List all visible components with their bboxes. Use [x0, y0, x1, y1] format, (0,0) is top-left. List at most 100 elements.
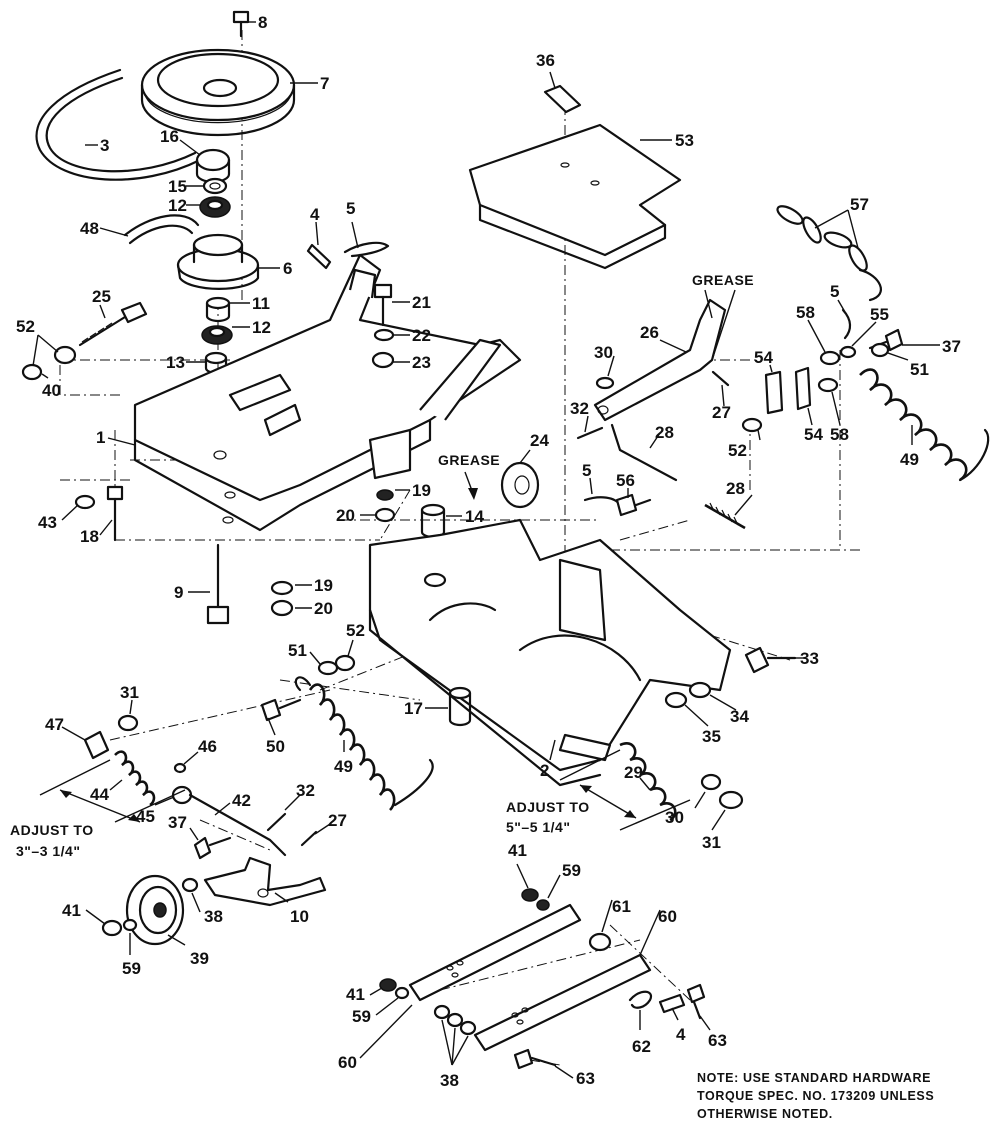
part-bearing-12-top	[199, 196, 231, 218]
part-label: 30	[594, 343, 613, 362]
part-washer-58-upper	[819, 350, 841, 366]
part-label: 52	[728, 441, 747, 460]
adjust-dimension-right	[559, 749, 691, 831]
part-label: 32	[296, 781, 315, 800]
part-spring-44	[114, 750, 156, 807]
part-label: 59	[122, 959, 141, 978]
grease-leader-top	[704, 289, 736, 361]
note-line3: OTHERWISE NOTED.	[697, 1107, 833, 1121]
part-label: 43	[38, 513, 57, 532]
part-bracket-1	[133, 253, 522, 532]
part-label: 63	[576, 1069, 595, 1088]
part-eyebolt-25	[78, 301, 148, 347]
part-nut-52-left	[53, 345, 77, 365]
note-line1: NOTE: USE STANDARD HARDWARE	[697, 1071, 931, 1085]
part-label: 47	[45, 715, 64, 734]
part-label: 20	[314, 599, 333, 618]
part-hairpin-5-right	[841, 308, 852, 340]
part-label: 59	[352, 1007, 371, 1026]
part-cotter-32-top	[576, 426, 604, 440]
part-belt-guide-48	[123, 214, 200, 245]
part-bolt-37-left	[193, 836, 232, 860]
part-label: 8	[258, 13, 267, 32]
part-label: 3	[100, 136, 109, 155]
grease-arrow-mid	[468, 488, 478, 500]
part-label: 5	[582, 461, 591, 480]
part-idler-pulley-39	[125, 874, 185, 946]
part-nut-52-right	[741, 417, 763, 433]
part-label: 63	[708, 1031, 727, 1050]
part-eyebolt-50	[260, 698, 302, 722]
part-washer-59-top	[536, 899, 550, 911]
part-washers-38-bottom	[433, 1004, 477, 1036]
part-clip-62	[628, 990, 653, 1009]
part-label: 61	[612, 897, 631, 916]
part-label: 12	[252, 318, 271, 337]
part-label: 27	[328, 811, 347, 830]
part-nut-15	[202, 177, 228, 195]
part-bushing-14	[420, 503, 446, 539]
part-link-54-lower	[794, 366, 812, 411]
part-plate-53	[468, 123, 682, 270]
part-chain-57	[776, 205, 882, 302]
part-label: 12	[168, 196, 187, 215]
part-label: 31	[702, 833, 721, 852]
part-link-54-upper	[764, 370, 784, 415]
part-label: 40	[42, 381, 61, 400]
part-label: 51	[288, 641, 307, 660]
part-spring-49-right	[859, 368, 990, 482]
part-spring-49-left	[294, 676, 434, 811]
part-label: 37	[168, 813, 187, 832]
part-spring-28-mid	[704, 502, 746, 530]
part-label: 29	[624, 763, 643, 782]
part-washer-30-top	[595, 376, 615, 390]
part-label: 33	[800, 649, 819, 668]
part-rod-28-top	[610, 423, 678, 482]
part-label: 58	[796, 303, 815, 322]
part-label: 17	[404, 699, 423, 718]
part-washer-58-lower	[817, 377, 839, 393]
part-label: 28	[655, 423, 674, 442]
part-washer-38-left	[181, 877, 199, 893]
part-nut-23	[371, 351, 395, 369]
part-washer-59-left	[122, 918, 138, 932]
part-label: 55	[870, 305, 889, 324]
part-label: 7	[320, 74, 329, 93]
part-label: 10	[290, 907, 309, 926]
part-bolt-63-right	[686, 983, 706, 1020]
part-idler-wheel-24	[500, 461, 540, 509]
part-label: 59	[562, 861, 581, 880]
part-label: 20	[336, 506, 355, 525]
part-washer-59-bottom	[394, 986, 410, 1000]
part-label: 14	[465, 507, 484, 526]
grease-label-mid: GREASE	[438, 452, 500, 468]
part-spacer-17	[448, 686, 472, 727]
part-label: 56	[616, 471, 635, 490]
part-bolt-18	[106, 485, 124, 542]
part-label: 54	[804, 425, 823, 444]
part-label: 58	[830, 425, 849, 444]
part-label: 5	[830, 282, 839, 301]
part-bearing-12-lower	[201, 325, 233, 345]
part-number-labels: 8 7 3 16 15 12 48 6 11 12 13 25 52 40 4 …	[16, 13, 961, 1090]
part-pin-27-top	[711, 370, 730, 387]
part-bolt-56	[615, 493, 652, 517]
part-washer-19-lower	[270, 580, 294, 596]
part-nut-52-mid	[334, 654, 356, 672]
part-label: 19	[412, 481, 431, 500]
part-lever-26	[593, 298, 727, 422]
part-label: 37	[942, 337, 961, 356]
part-label: 1	[96, 428, 105, 447]
adjust-left-line2: 3"–3 1/4"	[16, 843, 81, 859]
part-pin-27-bottom	[300, 830, 318, 847]
part-pin-4-top	[306, 243, 332, 270]
part-nut-41-left	[101, 919, 123, 937]
part-label: 6	[283, 259, 292, 278]
part-label: 15	[168, 177, 187, 196]
part-label: 4	[310, 205, 320, 224]
part-label: 49	[334, 757, 353, 776]
part-label: 36	[536, 51, 555, 70]
part-washer-51-left	[317, 660, 339, 676]
part-bar-60-upper	[408, 903, 582, 1002]
